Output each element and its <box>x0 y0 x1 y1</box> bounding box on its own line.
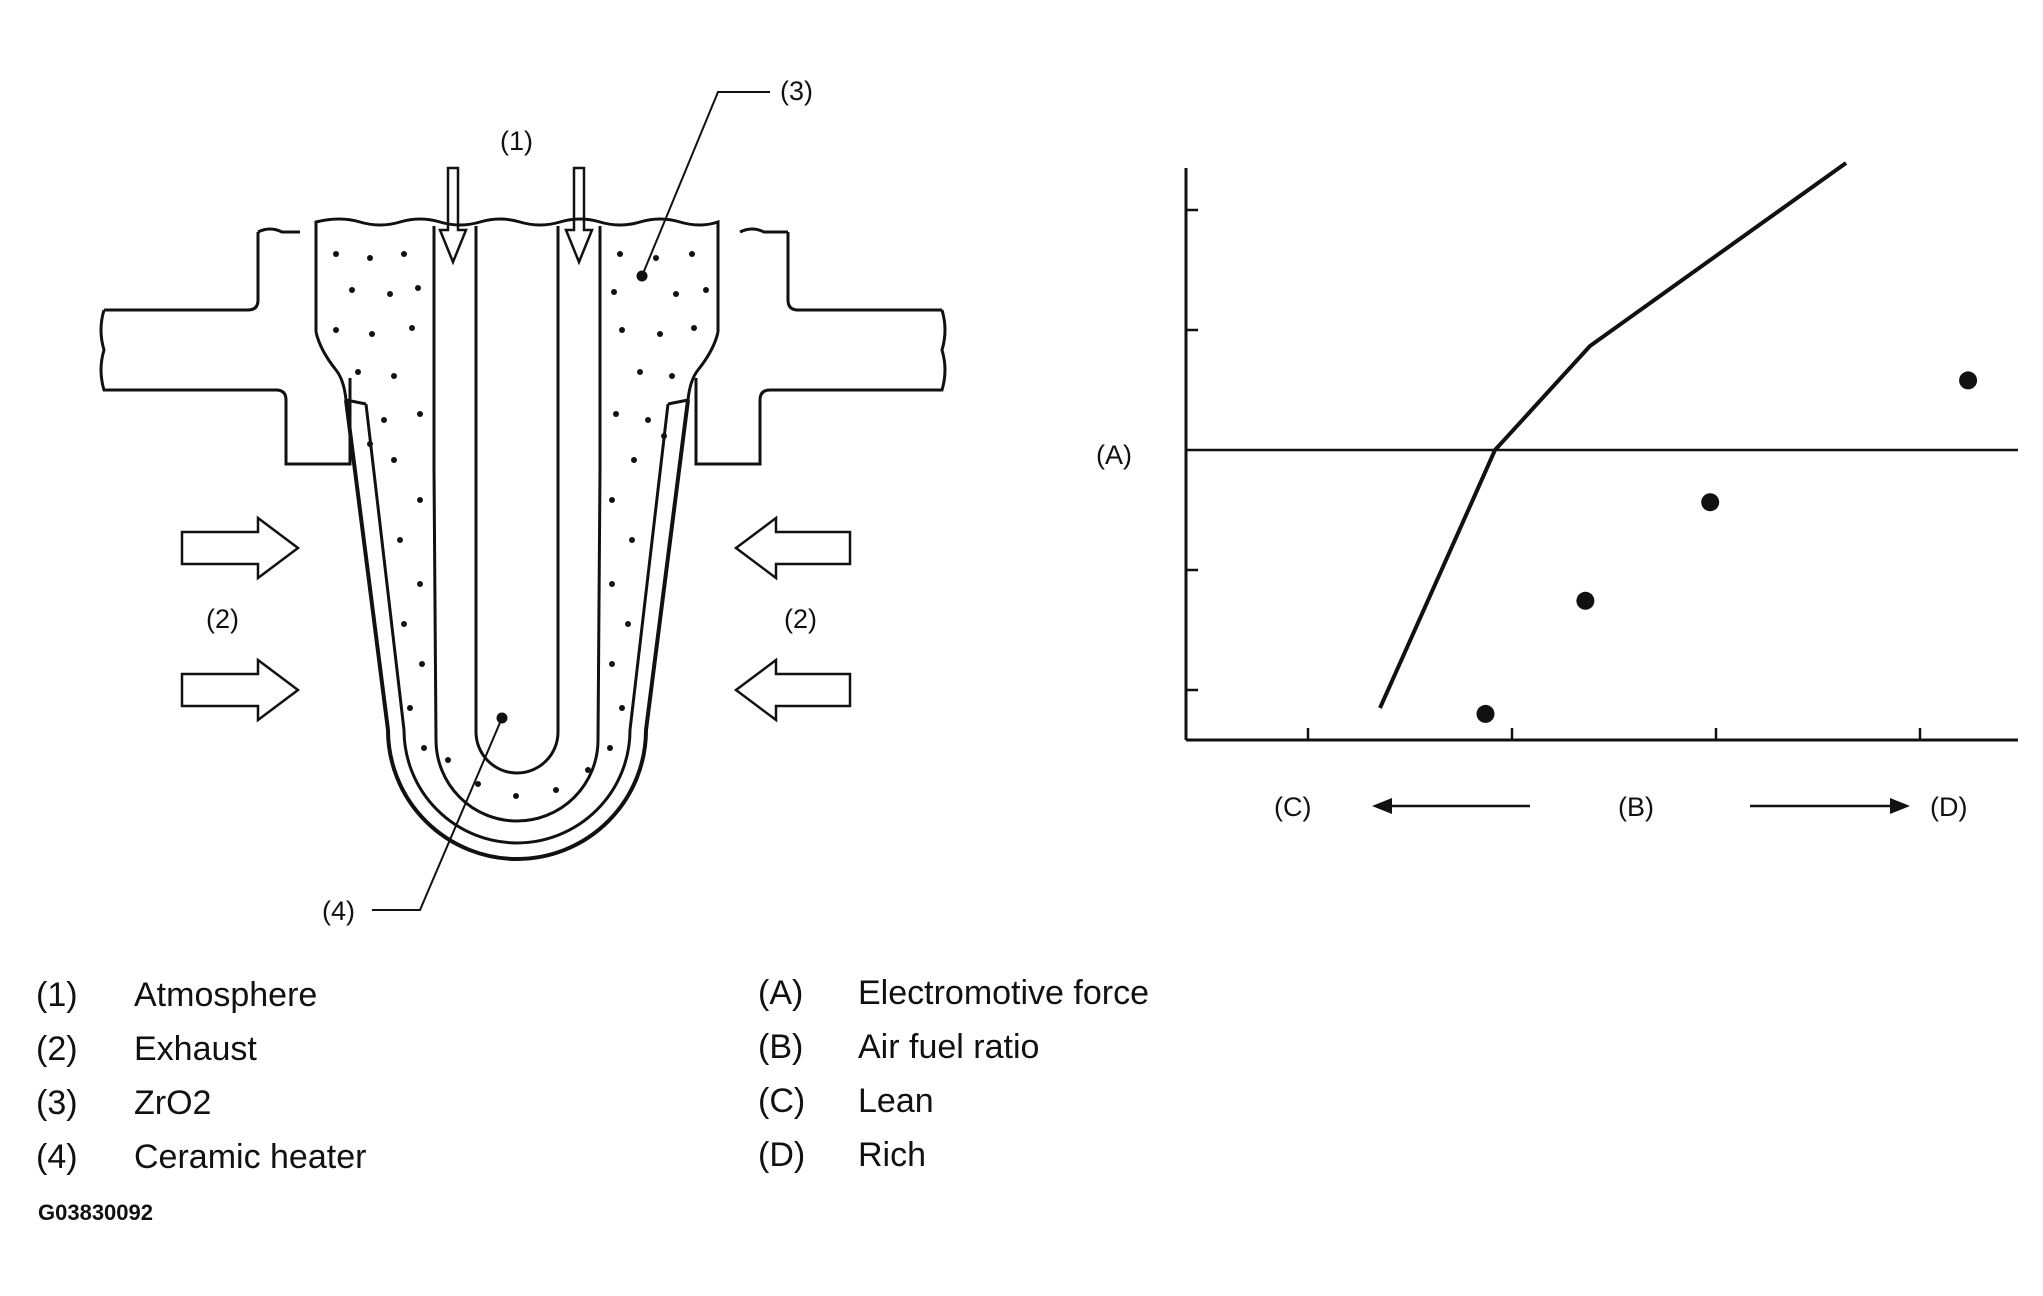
callout-zro2: (3) <box>780 76 813 106</box>
legend-key: (4) <box>36 1138 78 1176</box>
emf-chart: (A) (B) (C) (D) <box>1096 161 2018 822</box>
exhaust-arrow-right-top <box>733 515 852 581</box>
legend-key: (A) <box>758 974 804 1012</box>
y-axis-label: (A) <box>1096 440 1132 470</box>
emf-data-point <box>1701 493 1720 512</box>
legend-text: Atmosphere <box>134 976 318 1014</box>
legend-text: Exhaust <box>134 1030 257 1068</box>
leader-zro2 <box>641 91 770 277</box>
callout-exhaust-right: (2) <box>784 604 817 634</box>
legend-key: (3) <box>36 1084 78 1122</box>
legend-text: Ceramic heater <box>134 1138 367 1176</box>
arrow-to-rich-head <box>1890 798 1910 814</box>
emf-data-point <box>1959 371 1978 390</box>
callout-atmosphere: (1) <box>500 126 533 156</box>
legend-text: ZrO2 <box>134 1084 212 1122</box>
sensor-body <box>314 217 720 332</box>
exhaust-arrow-left-bottom <box>180 657 301 723</box>
legend-key: (C) <box>758 1082 806 1120</box>
ceramic-thimble-outer <box>344 399 690 861</box>
figure-code: G03830092 <box>38 1200 153 1225</box>
legend-text: Air fuel ratio <box>858 1028 1040 1066</box>
x-ticks <box>1306 728 1922 740</box>
legend-text: Lean <box>858 1082 934 1120</box>
lean-label: (C) <box>1274 792 1311 822</box>
sensor-diagram <box>99 91 947 911</box>
leader-heater <box>372 717 503 911</box>
exhaust-arrow-left-top <box>180 515 301 581</box>
rich-label: (D) <box>1930 792 1967 822</box>
callout-exhaust-left: (2) <box>206 604 239 634</box>
legend-right: (A) Electromotive force (B) Air fuel rat… <box>758 974 1458 1194</box>
pipe-wall-left <box>99 232 352 466</box>
pipe-wall-right <box>694 232 947 466</box>
legend-text: Rich <box>858 1136 927 1174</box>
exhaust-arrow-right-bottom <box>733 657 852 723</box>
ceramic-heater <box>432 226 602 823</box>
callout-heater: (4) <box>322 896 355 926</box>
legend-key: (1) <box>36 976 78 1014</box>
atmosphere-arrow-right <box>564 166 594 266</box>
emf-data-point <box>1576 591 1595 610</box>
atmosphere-arrow-left <box>438 166 468 266</box>
legend-key: (B) <box>758 1028 804 1066</box>
legend-text: Electromotive force <box>858 974 1149 1012</box>
zro2-dots <box>333 251 709 799</box>
legend-left: (1) Atmosphere (2) Exhaust (3) ZrO2 (4) … <box>36 976 636 1196</box>
emf-data-point <box>1476 704 1495 723</box>
emf-curve <box>1378 161 1848 709</box>
y-ticks <box>1186 208 1198 692</box>
x-axis-label: (B) <box>1618 792 1654 822</box>
arrow-to-lean-head <box>1372 798 1392 814</box>
legend-key: (D) <box>758 1136 806 1174</box>
legend-key: (2) <box>36 1030 78 1068</box>
